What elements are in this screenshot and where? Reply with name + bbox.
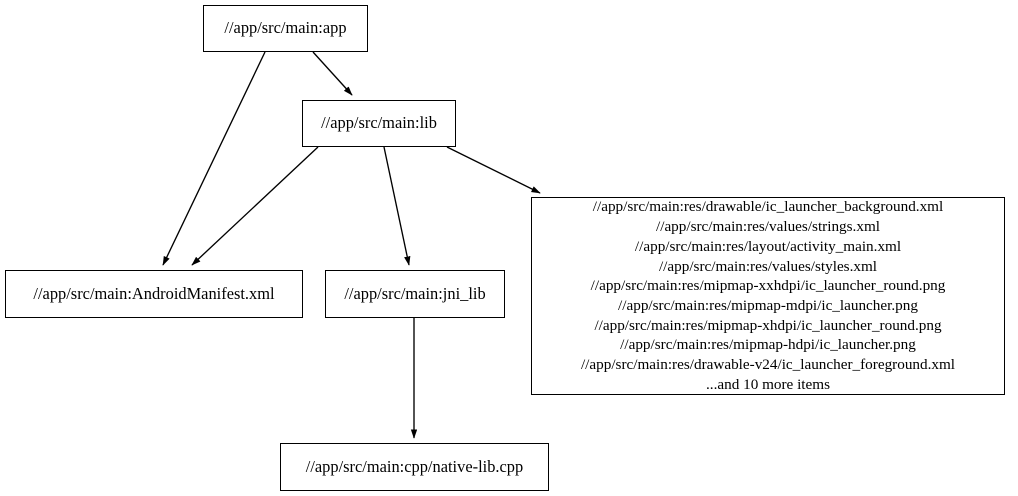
graph-node-app[interactable]: //app/src/main:app [203,5,368,52]
graph-node-jni-lib-label: //app/src/main:jni_lib [344,283,486,303]
edge-lib-to-jni-lib [383,146,411,266]
graph-node-lib-label: //app/src/main:lib [321,113,437,133]
graph-node-res-group-label: //app/src/main:res/drawable/ic_launcher_… [580,198,956,393]
edge-app-to-manifest [162,51,266,266]
graph-node-app-label: //app/src/main:app [224,18,347,38]
graph-node-native-lib-cpp-label: //app/src/main:cpp/native-lib.cpp [305,456,524,476]
graph-node-res-group[interactable]: //app/src/main:res/drawable/ic_launcher_… [531,197,1005,395]
graph-node-jni-lib[interactable]: //app/src/main:jni_lib [325,270,505,318]
edge-app-to-lib [312,51,353,96]
edge-lib-to-manifest [191,146,319,266]
graph-node-native-lib-cpp[interactable]: //app/src/main:cpp/native-lib.cpp [280,443,549,491]
edge-lib-to-res [446,146,541,194]
graph-node-android-manifest-label: //app/src/main:AndroidManifest.xml [33,283,275,303]
graph-node-lib[interactable]: //app/src/main:lib [302,100,456,147]
graph-node-android-manifest[interactable]: //app/src/main:AndroidManifest.xml [5,270,303,318]
